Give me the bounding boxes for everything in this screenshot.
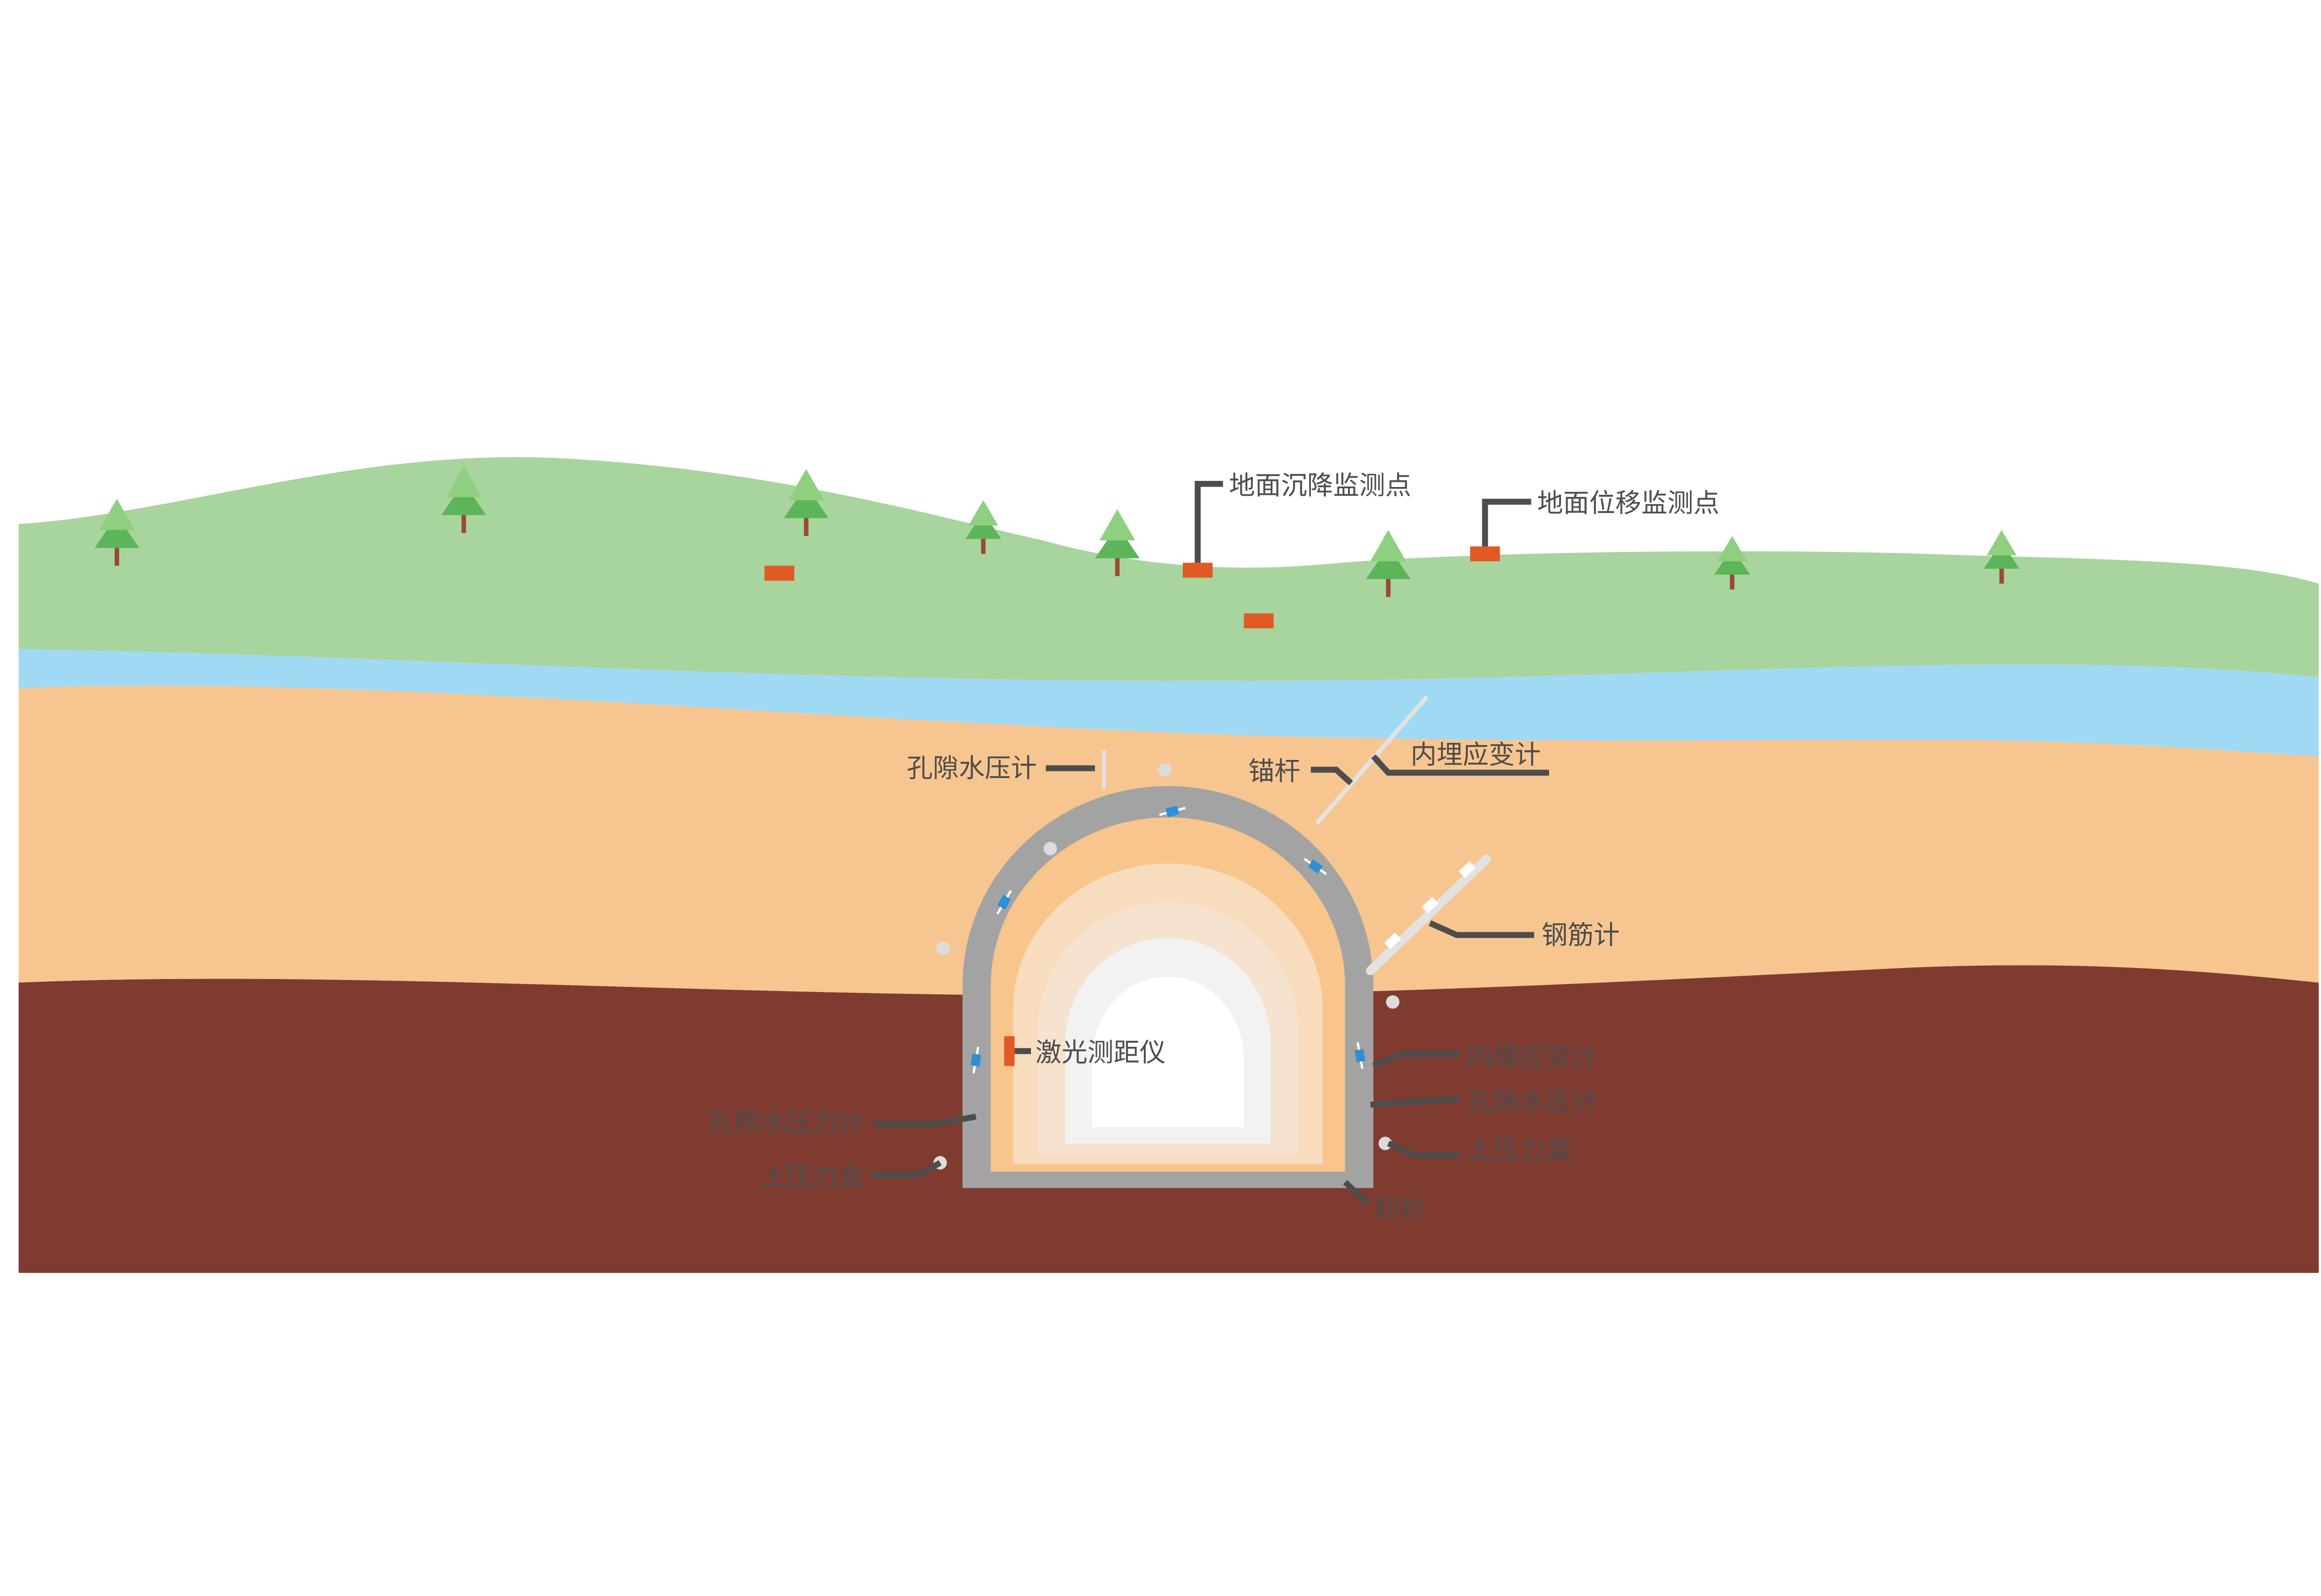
strain-gauge-icon bbox=[970, 1046, 981, 1074]
circle-sensor-icon bbox=[1386, 995, 1400, 1009]
pine-tree-icon bbox=[1095, 509, 1140, 577]
tunnel bbox=[962, 786, 1374, 1188]
label-laser-rangefinder: 激光测距仪 bbox=[1036, 1038, 1166, 1068]
grass-layer bbox=[19, 457, 2319, 681]
leader-pore-water-right bbox=[1370, 1096, 1460, 1108]
pine-tree-icon bbox=[94, 499, 139, 566]
label-pore-water-gauge-right: 孔隙水压计 bbox=[1467, 1087, 1598, 1117]
earth-pressure-cells bbox=[933, 763, 1400, 1170]
anchor-rod bbox=[1315, 695, 1429, 825]
settlement-marker bbox=[1183, 563, 1213, 578]
circle-sensor-icon bbox=[1158, 763, 1172, 777]
pine-tree-icon bbox=[784, 469, 829, 536]
label-embedded-strain-right: 内埋应变计 bbox=[1467, 1042, 1598, 1072]
pine-tree-icon bbox=[441, 466, 486, 533]
leader-anchor-rod bbox=[1310, 766, 1353, 785]
strain-gauge-icon bbox=[1355, 1042, 1366, 1069]
leader-initial-lining bbox=[1343, 1180, 1370, 1206]
laser-rangefinder-device bbox=[1004, 1036, 1015, 1066]
pine-tree-icon bbox=[1714, 536, 1750, 590]
labels: 地面沉降监测点 地面位移监测点 孔隙水压计 锚杆 内埋应变计 钢筋计 激光测距仪… bbox=[708, 471, 1719, 1225]
pine-tree-icon bbox=[1984, 530, 2020, 584]
label-pore-water-gauge-top: 孔隙水压计 bbox=[907, 753, 1037, 784]
rebar-sensor bbox=[1384, 932, 1401, 949]
label-embedded-strain-top: 内埋应变计 bbox=[1411, 740, 1541, 770]
label-ground-displacement: 地面位移监测点 bbox=[1537, 488, 1719, 519]
pine-tree-icon bbox=[1366, 530, 1411, 597]
leader-ground-settlement bbox=[1194, 480, 1223, 563]
leader-ground-displacement bbox=[1482, 499, 1531, 547]
leader-pore-water-left bbox=[873, 1114, 977, 1127]
displacement-marker bbox=[1470, 546, 1500, 562]
monitoring-marker bbox=[1244, 613, 1274, 629]
monitoring-marker bbox=[764, 565, 795, 581]
label-anchor-rod: 锚杆 bbox=[1248, 757, 1300, 787]
label-earth-pressure-right: 土压力盒 bbox=[1467, 1135, 1571, 1165]
label-rebar-meter: 钢筋计 bbox=[1542, 920, 1620, 950]
leader-lines bbox=[871, 480, 1549, 1206]
label-initial-lining: 初衬 bbox=[1374, 1194, 1426, 1224]
circle-sensor-icon bbox=[936, 941, 950, 955]
strain-gauge-icon bbox=[996, 890, 1012, 915]
trees bbox=[94, 466, 2020, 597]
strain-gauges bbox=[970, 805, 1366, 1074]
label-earth-pressure-left: 土压力盒 bbox=[760, 1161, 864, 1192]
label-ground-settlement: 地面沉降监测点 bbox=[1229, 471, 1411, 501]
tunnel-core bbox=[1092, 976, 1244, 1127]
strain-gauge-icon bbox=[1159, 805, 1186, 817]
leader-earth-pressure-right bbox=[1387, 1141, 1460, 1159]
circle-sensor-icon bbox=[1044, 842, 1057, 856]
leader-embedded-strain-top bbox=[1371, 754, 1549, 776]
leader-rebar-meter bbox=[1428, 920, 1534, 938]
leader-embedded-strain-right bbox=[1372, 1051, 1460, 1069]
ground-markers bbox=[764, 546, 1500, 629]
strain-gauge-icon bbox=[1303, 858, 1327, 876]
label-pore-water-gauge-left: 孔隙水压力计 bbox=[708, 1108, 864, 1138]
leader-earth-pressure-left bbox=[871, 1160, 942, 1178]
rebar-meter-bar bbox=[1366, 854, 1491, 975]
rebar-sensor bbox=[1421, 896, 1439, 914]
rebar-sensor bbox=[1459, 861, 1476, 878]
water-layer bbox=[19, 649, 2319, 757]
pine-tree-icon bbox=[965, 500, 1001, 554]
